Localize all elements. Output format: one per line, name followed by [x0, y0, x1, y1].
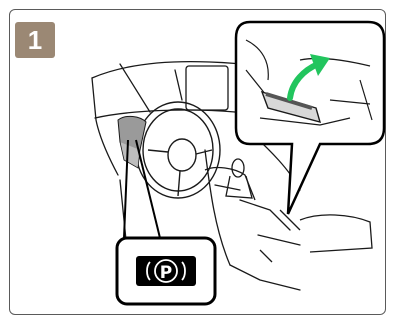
- gear-shifter: [226, 159, 252, 198]
- parking-brake-p-label: P: [146, 263, 186, 283]
- center-console: [205, 168, 372, 262]
- center-display-screen: [186, 66, 228, 110]
- steering-wheel: [136, 102, 220, 198]
